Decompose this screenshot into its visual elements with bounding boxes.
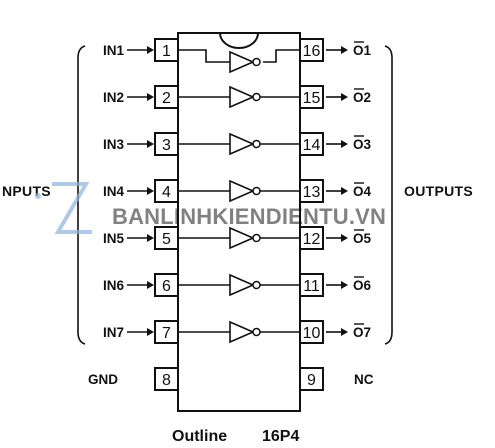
pin1-notch <box>219 32 259 49</box>
pin-box <box>154 367 179 391</box>
buffer-triangle <box>229 320 256 344</box>
pin-label: O1 <box>353 43 372 58</box>
pin-label: IN3 <box>103 137 125 152</box>
inputs-group-label: NPUTS <box>2 183 51 199</box>
pin-7: 7 IN7 <box>103 320 179 344</box>
pin-label: IN1 <box>103 43 125 58</box>
input-arrow-icon <box>147 46 154 54</box>
pin-3: 3 IN3 <box>103 132 179 156</box>
watermark-text: BANLINHKIENDIENTU.VN <box>112 204 386 229</box>
output-arrow-icon <box>341 328 348 336</box>
pin-number: 16 <box>303 43 321 60</box>
pin-10: 10 O7 <box>299 320 371 344</box>
pin-5: 5 IN5 <box>103 226 179 250</box>
inverter-gate-icon <box>178 226 300 250</box>
pin-box <box>299 367 324 391</box>
inversion-bubble <box>252 233 261 243</box>
inverter-gate-icon <box>178 273 300 297</box>
input-arrow-icon <box>147 328 154 336</box>
gate-wire <box>263 49 300 63</box>
pin-16: 16 O1 <box>299 38 372 62</box>
pin-number: 14 <box>303 137 321 154</box>
pin-6: 6 IN6 <box>103 273 179 297</box>
pin-label: IN5 <box>103 231 125 246</box>
pin-8: 8 GND <box>88 367 179 391</box>
input-arrow-icon <box>147 140 154 148</box>
input-arrow-icon <box>147 281 154 289</box>
input-arrow-icon <box>147 234 154 242</box>
outputs-bracket <box>384 45 393 345</box>
pin-label: IN2 <box>103 90 124 105</box>
pin-label: O4 <box>353 184 372 199</box>
buffer-triangle <box>229 179 256 203</box>
pin-number: 11 <box>303 278 320 295</box>
pin-number: 3 <box>162 137 171 154</box>
output-arrow-icon <box>341 234 348 242</box>
buffer-triangle <box>229 273 256 297</box>
pin-number: 13 <box>303 184 321 201</box>
pin-number: 9 <box>307 372 316 389</box>
inverter-gate-icon <box>178 132 300 156</box>
pin-label: O5 <box>353 231 372 246</box>
inverter-gate-icon <box>178 179 300 203</box>
pin-15: 15 O2 <box>299 85 371 109</box>
outline-label: Outline <box>172 428 227 445</box>
pin-4: 4 IN4 <box>103 179 179 203</box>
inversion-bubble <box>252 327 261 337</box>
buffer-triangle <box>229 132 256 156</box>
pin-number: 8 <box>162 372 171 389</box>
pin-number: 15 <box>303 90 321 107</box>
output-arrow-icon <box>341 93 348 101</box>
output-arrow-icon <box>341 46 348 54</box>
output-arrow-icon <box>341 187 348 195</box>
pin-label: IN4 <box>103 184 125 199</box>
pin-label: O6 <box>353 278 372 293</box>
pin-label: NC <box>354 372 374 387</box>
pin-12: 12 O5 <box>299 226 372 250</box>
pin-label: GND <box>88 372 118 387</box>
inversion-bubble <box>252 57 261 67</box>
pin-13: 13 O4 <box>299 179 372 203</box>
watermark-logo-dot-icon <box>35 193 41 199</box>
pin-number: 5 <box>162 231 171 248</box>
pin-number: 4 <box>162 184 171 201</box>
buffer-triangle <box>229 85 256 109</box>
pin-number: 6 <box>162 278 171 295</box>
pin-label: O7 <box>353 325 371 340</box>
pin-number: 7 <box>162 325 171 342</box>
gate-wire <box>178 49 230 63</box>
inverter-gate-icon <box>178 320 300 344</box>
output-arrow-icon <box>341 281 348 289</box>
pin-9: 9 NC <box>299 367 374 391</box>
pin-14: 14 O3 <box>299 132 372 156</box>
output-arrow-icon <box>341 140 348 148</box>
pin-1: 1 IN1 <box>103 38 179 62</box>
inversion-bubble <box>252 186 261 196</box>
pin-number: 1 <box>162 43 171 60</box>
inversion-bubble <box>252 280 261 290</box>
inversion-bubble <box>252 92 261 102</box>
ic-body <box>177 32 301 412</box>
pin-number: 12 <box>303 231 321 248</box>
watermark: BANLINHKIENDIENTU.VN <box>35 182 386 234</box>
pin-11: 11 O6 <box>299 273 372 297</box>
outputs-group-label: OUTPUTS <box>404 183 473 199</box>
pin-number: 2 <box>162 90 171 107</box>
buffer-triangle <box>229 50 256 74</box>
pin-label: O3 <box>353 137 372 152</box>
pin-label: IN6 <box>103 278 125 293</box>
pin-label: O2 <box>353 90 371 105</box>
watermark-logo-icon <box>52 182 92 234</box>
inverter-gate-icon <box>178 85 300 109</box>
pin-number: 10 <box>303 325 321 342</box>
input-arrow-icon <box>147 187 154 195</box>
input-arrow-icon <box>147 93 154 101</box>
pin-2: 2 IN2 <box>103 85 179 109</box>
pin-label: IN7 <box>103 325 124 340</box>
buffer-triangle <box>229 226 256 250</box>
package-code: 16P4 <box>262 428 299 445</box>
inverter-gate-icon <box>178 49 300 74</box>
inversion-bubble <box>252 139 261 149</box>
